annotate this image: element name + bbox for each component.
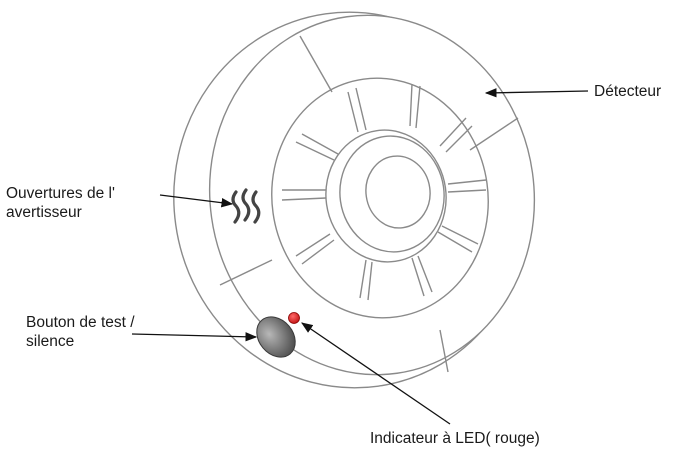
- label-ouvertures: Ouvertures de l' avertisseur: [6, 184, 115, 222]
- label-ouvertures-line2: avertisseur: [6, 204, 82, 221]
- leader-bouton: [131, 332, 258, 342]
- face-divider-bottom: [439, 329, 449, 373]
- label-ouvertures-line1: Ouvertures de l': [6, 185, 115, 202]
- detector-body: [173, 11, 536, 389]
- leader-lines: [131, 88, 589, 425]
- sounder-openings-icon: [231, 188, 261, 224]
- label-detecteur-text: Détecteur: [594, 83, 662, 100]
- label-bouton: Bouton de test / silence: [26, 313, 135, 351]
- test-silence-button: [256, 316, 296, 358]
- detector-outer-face: [208, 14, 536, 376]
- label-bouton-line1: Bouton de test /: [26, 314, 135, 331]
- detector-vent-ring-inner: [339, 135, 445, 253]
- detector-vent-ring: [325, 129, 447, 263]
- face-divider-top: [299, 35, 333, 93]
- detector-fins: [281, 83, 487, 301]
- detector-inner-ring: [271, 77, 489, 319]
- label-led: Indicateur à LED( rouge): [370, 429, 540, 448]
- label-detecteur: Détecteur: [594, 82, 661, 101]
- detector-center-cap: [365, 155, 431, 229]
- label-led-text: Indicateur à LED( rouge): [370, 430, 540, 447]
- leader-ouvertures: [159, 194, 234, 208]
- leader-led: [301, 322, 451, 425]
- label-bouton-line2: silence: [26, 333, 75, 350]
- leader-detecteur: [484, 88, 589, 98]
- face-divider-left: [219, 259, 273, 286]
- face-divider-right: [469, 117, 519, 151]
- red-led-indicator: [288, 312, 300, 324]
